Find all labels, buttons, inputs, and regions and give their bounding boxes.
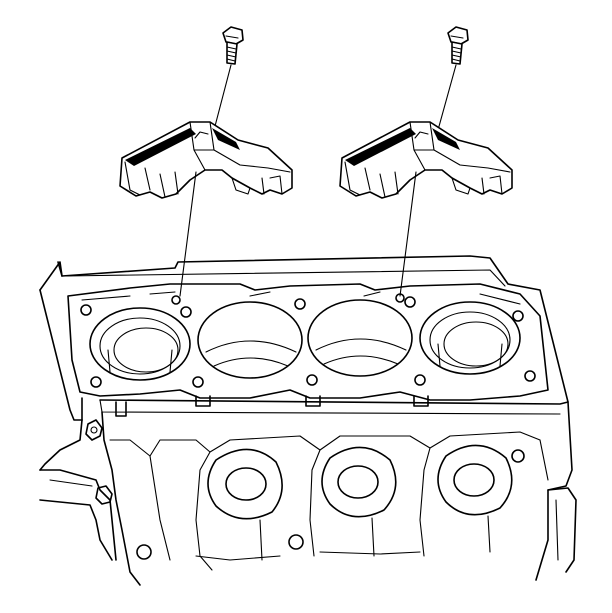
left-bracket [119,121,293,199]
cylinder-bore-3 [307,299,413,377]
engine-block [39,255,577,586]
core-plug-1 [207,448,283,520]
cylinder-bore-2 [197,301,303,379]
right-bracket [339,121,513,199]
cylinder-bore-1 [89,307,191,381]
right-bolt [447,26,469,65]
left-bracket-guide [179,171,197,297]
left-bolt [222,26,244,65]
cylinder-bore-4 [419,301,521,375]
core-plug-2 [321,446,397,518]
left-bolt-guide [213,64,232,131]
side-mount [39,419,117,561]
core-plug-3 [437,444,513,516]
right-bracket-guide [399,171,417,297]
right-bolt-guide [437,64,457,131]
